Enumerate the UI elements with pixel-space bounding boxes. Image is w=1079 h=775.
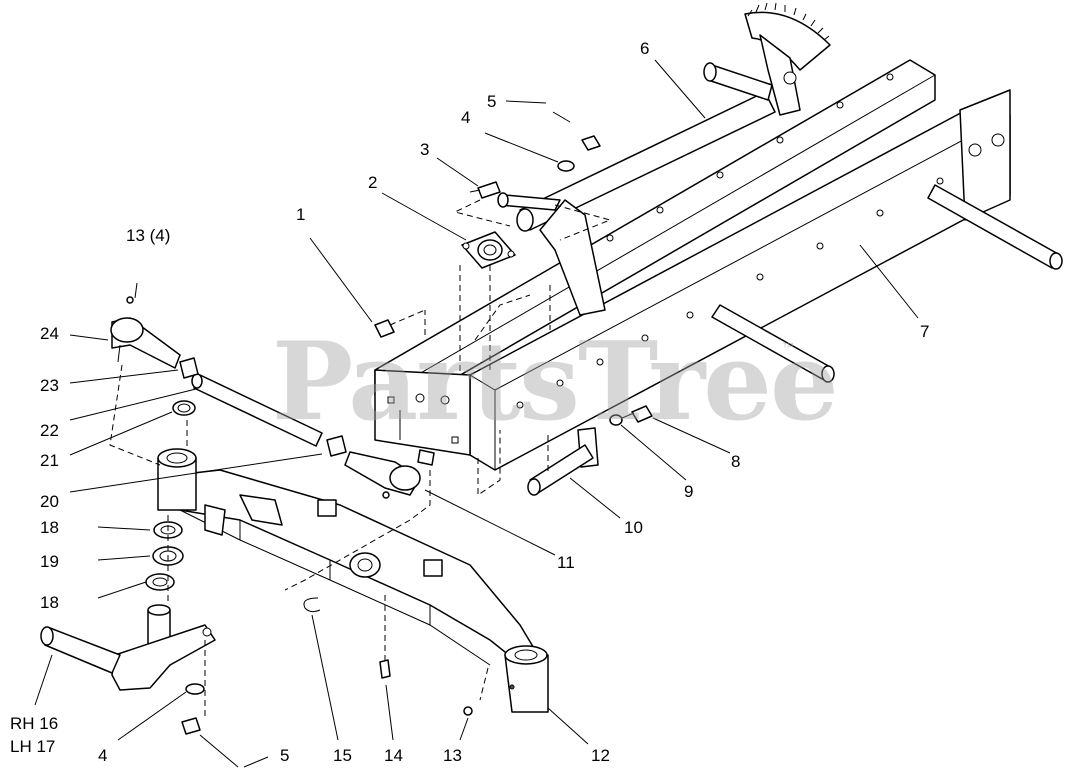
- callout-18-upper: 18: [40, 518, 59, 537]
- callout-5-top: 5: [487, 92, 497, 111]
- callout-9: 9: [684, 482, 694, 501]
- rear-cross-tube: [927, 184, 1063, 270]
- callout-6: 6: [640, 39, 650, 58]
- callout-rh16: RH 16: [10, 714, 59, 733]
- callout-4-bottom: 4: [98, 746, 108, 765]
- trademark-symbol: ™: [782, 340, 794, 354]
- callout-5-bottom: 5: [280, 746, 290, 765]
- partstree-watermark: PartsTree: [272, 319, 839, 445]
- callout-19: 19: [40, 552, 59, 571]
- callout-leaders: [34, 59, 919, 768]
- callout-1: 1: [296, 205, 306, 224]
- front-nut: [374, 319, 395, 338]
- callout-13-qty4: 13 (4): [126, 226, 171, 245]
- callout-15: 15: [333, 746, 352, 765]
- callout-4-top: 4: [461, 108, 471, 127]
- callout-10: 10: [624, 518, 643, 537]
- callout-23: 23: [40, 376, 59, 395]
- callout-21: 21: [40, 451, 59, 470]
- spindle-assembly: [40, 400, 239, 768]
- front-axle-beam: [157, 448, 549, 713]
- callout-lh17: LH 17: [10, 737, 56, 756]
- steering-bracket: [497, 192, 606, 316]
- callout-3: 3: [420, 140, 430, 159]
- callout-11: 11: [557, 553, 575, 572]
- tie-rod-assembly: [110, 296, 435, 499]
- alignment-lines: [109, 199, 612, 716]
- callout-22: 22: [40, 421, 59, 440]
- frame-rails: [374, 59, 1011, 471]
- pivot-pin-assembly: [527, 405, 653, 496]
- steering-sector-gear: [744, 2, 831, 116]
- callout-13-bottom: 13: [443, 746, 462, 765]
- steering-shaft: [516, 62, 776, 232]
- callout-7: 7: [920, 322, 930, 341]
- callout-2: 2: [368, 173, 378, 192]
- callout-18-lower: 18: [40, 593, 59, 612]
- small-hardware: [303, 597, 473, 716]
- middle-cross-tube: [711, 304, 835, 383]
- flange-bearing: [461, 231, 516, 269]
- callout-14: 14: [384, 746, 403, 765]
- callout-20: 20: [40, 492, 59, 511]
- top-hardware: [469, 111, 601, 199]
- callout-12: 12: [591, 746, 610, 765]
- callout-24: 24: [40, 324, 59, 343]
- callout-8: 8: [731, 452, 741, 471]
